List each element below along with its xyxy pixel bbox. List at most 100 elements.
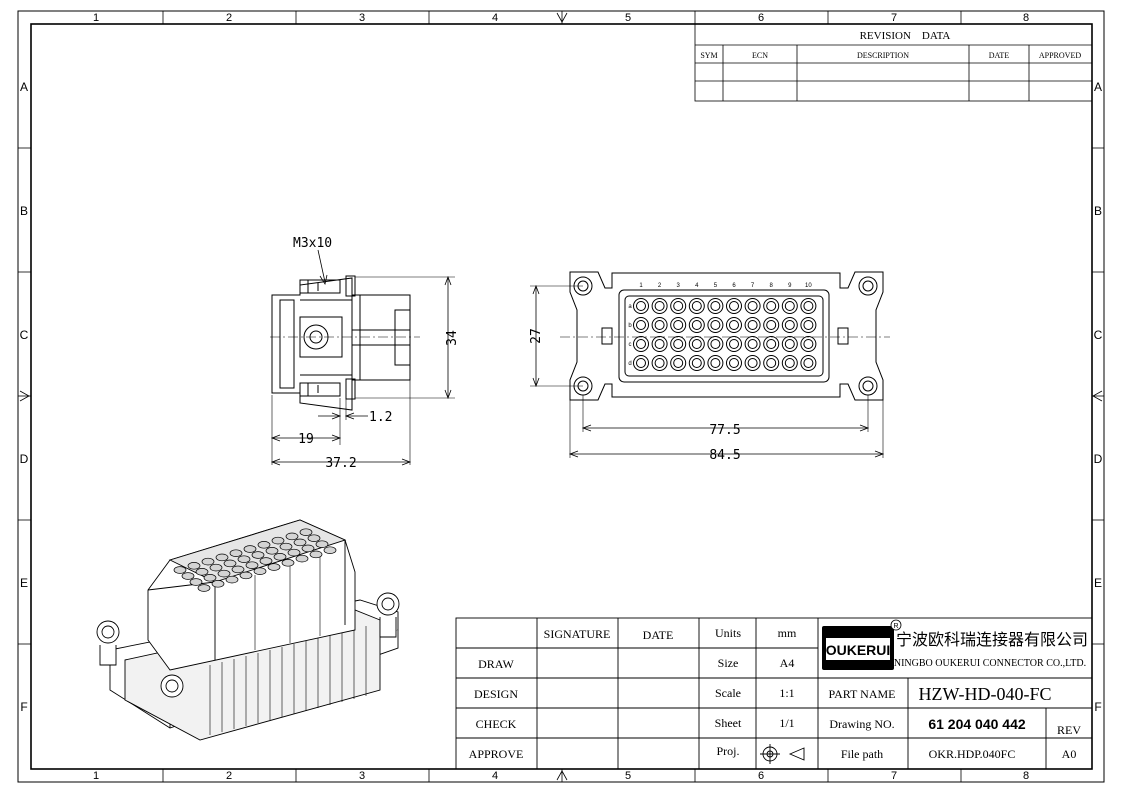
row-check: CHECK — [476, 717, 517, 731]
units-label: Units — [715, 626, 741, 640]
contact-hole — [707, 336, 724, 352]
front-view — [530, 271, 890, 458]
contact-hole — [633, 355, 649, 371]
contact-pin — [673, 301, 684, 311]
contact-pin — [636, 339, 646, 349]
col-label: 6 — [758, 12, 764, 24]
company-name-cn: 宁波欧科瑞连接器有限公司 — [896, 631, 1088, 649]
contact-hole — [688, 336, 705, 352]
contact-hole — [670, 298, 687, 314]
contact-hole — [781, 355, 798, 371]
iso-contact-hole — [239, 571, 253, 580]
contact-hole — [800, 336, 817, 352]
dim-27-label: 27 — [529, 328, 544, 344]
revision-table: REVISION DATA SYM ECN DESCRIPTION DATE A… — [694, 23, 1093, 102]
row-label: C — [20, 328, 29, 342]
contact-hole — [781, 336, 798, 352]
scale-label: Scale — [715, 686, 741, 700]
iso-contact-hole — [299, 528, 313, 536]
drawing-no-label: Drawing NO. — [829, 717, 894, 731]
contact-pin — [747, 320, 758, 330]
row-approve: APPROVE — [469, 747, 524, 761]
dim-84-5-label: 84.5 — [709, 448, 740, 463]
dim-37-2-label: 37.2 — [325, 456, 356, 471]
iso-contact-hole — [265, 547, 279, 555]
iso-contact-hole — [217, 569, 231, 578]
contact-column-label: 10 — [805, 283, 812, 289]
iso-contact-hole — [209, 563, 223, 572]
units-value: mm — [778, 626, 797, 640]
iso-contact-hole — [189, 578, 203, 586]
contact-hole — [707, 355, 724, 371]
contact-pin — [710, 320, 721, 330]
col-label: 3 — [359, 770, 365, 782]
iso-contact-hole — [203, 574, 217, 582]
iso-contact-hole — [257, 541, 271, 549]
row-label: A — [1094, 80, 1102, 94]
row-label: D — [1094, 452, 1103, 466]
contact-pin — [766, 320, 777, 330]
contact-pin — [766, 339, 777, 349]
col-label: 7 — [891, 770, 897, 782]
col-label: 1 — [93, 770, 99, 782]
row-label: D — [20, 452, 29, 466]
iso-contact-hole — [259, 557, 273, 565]
contact-column-label: 2 — [658, 283, 662, 289]
iso-contact-hole — [195, 568, 209, 576]
size-label: Size — [718, 656, 739, 670]
contact-hole — [633, 317, 649, 333]
projection-symbol-icon — [760, 744, 805, 764]
row-design: DESIGN — [474, 687, 518, 701]
iso-contact-hole — [267, 563, 281, 571]
iso-contact-hole — [197, 584, 211, 592]
row-label: B — [1094, 204, 1102, 218]
contact-pin — [636, 301, 646, 311]
contact-pin — [803, 339, 814, 349]
contact-pin — [784, 339, 795, 349]
contact-hole — [800, 317, 817, 333]
iso-contact-hole — [309, 550, 323, 559]
contact-hole — [763, 355, 780, 371]
iso-contact-hole — [173, 566, 187, 574]
logo-mark: R — [893, 623, 898, 630]
title-block: SIGNATURE DATE DRAW DESIGN CHECK APPROVE… — [455, 617, 1093, 770]
contact-pin — [784, 301, 795, 311]
iso-contact-hole — [245, 561, 259, 569]
contact-hole — [688, 355, 705, 371]
contact-hole — [651, 317, 668, 333]
contact-pin — [803, 358, 814, 368]
row-label: E — [20, 576, 28, 590]
contact-column-label: 3 — [677, 283, 681, 289]
contact-pin — [654, 301, 665, 311]
row-label: F — [20, 700, 27, 714]
contact-pin — [691, 339, 702, 349]
col-label: 5 — [625, 770, 631, 782]
contact-hole — [744, 355, 761, 371]
col-label: 4 — [492, 770, 498, 782]
contact-pin — [729, 358, 739, 368]
contact-pin — [691, 320, 702, 330]
size-value: A4 — [780, 656, 795, 670]
col-label: 1 — [93, 12, 99, 24]
iso-contact-hole — [231, 565, 245, 574]
row-labels-right: A B C D E F — [1094, 80, 1103, 714]
col-label: 8 — [1023, 770, 1029, 782]
isometric-contact-holes — [173, 528, 337, 592]
contact-hole — [651, 355, 668, 371]
contact-pin — [654, 339, 665, 349]
contact-column-label: 8 — [770, 283, 774, 289]
contact-pin — [691, 358, 702, 368]
iso-contact-hole — [315, 540, 329, 548]
contact-hole — [688, 317, 705, 333]
contact-hole — [744, 336, 761, 352]
contact-column-label: 6 — [732, 283, 736, 289]
file-path-value: OKR.HDP.040FC — [929, 747, 1016, 761]
contact-hole — [651, 336, 668, 352]
col-label: 6 — [758, 770, 764, 782]
column-labels-top: 1 2 3 4 5 6 7 8 — [93, 12, 1029, 24]
iso-contact-hole — [201, 557, 215, 566]
row-draw: DRAW — [478, 657, 514, 671]
